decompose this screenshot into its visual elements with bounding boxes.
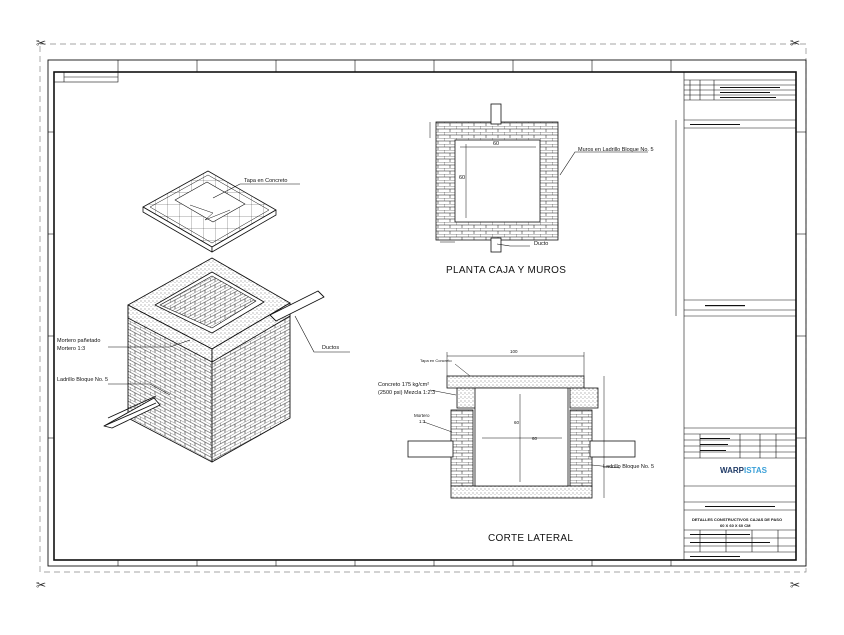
section-mortar-line2: 1:3	[419, 419, 426, 424]
title-block-fill	[690, 87, 780, 557]
scissors-icon: ✂	[36, 578, 47, 592]
section-concrete-line1: Concreto 175 kg/cm²	[378, 382, 430, 388]
section-brick-label: Ladrillo Bloque No. 5	[603, 464, 655, 470]
grid-marks	[48, 60, 806, 566]
lid-label: Tapa en Concreto	[244, 178, 288, 184]
scissors-icon: ✂	[790, 36, 801, 50]
mortar-label-line2: Mortero 1:3	[57, 346, 86, 352]
plan-duct-label: Ducto	[534, 241, 549, 247]
section-title: CORTE LATERAL	[488, 533, 574, 544]
scissors-icon: ✂	[36, 36, 47, 50]
mortar-label-line1: Mortero pañetado	[57, 338, 101, 344]
plan-dim-height: 60	[459, 175, 466, 181]
plan-dim-width: 60	[493, 141, 500, 147]
section-dim-height: 60	[514, 420, 520, 425]
ref-box	[53, 71, 119, 83]
sheet-title-line1: DETALLES CONSTRUCTIVOS CAJAS DE PASO	[692, 517, 783, 522]
scissors-icon: ✂	[790, 578, 801, 592]
company-logo: WARPISTAS	[720, 466, 767, 475]
section-dim-top: 100	[510, 349, 518, 354]
plan-view	[429, 103, 648, 253]
plan-wall-label: Muros en Ladrillo Bloque No. 5	[578, 147, 654, 153]
brick-label: Ladrillo Bloque No. 5	[57, 377, 109, 383]
section-dim-inner: 60	[532, 436, 538, 441]
duct-label: Ductos	[322, 345, 340, 351]
outer-frame	[47, 59, 807, 567]
section-lid-label: Tapa en Concreto	[420, 358, 452, 363]
plan-title: PLANTA CAJA Y MUROS	[446, 265, 567, 276]
iso-lid	[142, 170, 277, 253]
section-concrete-line2: (2500 psi) Mezcla 1:2:3	[378, 390, 436, 396]
title-block	[675, 72, 796, 560]
iso-box	[103, 257, 325, 463]
section-mortar-line1: Mortero	[414, 413, 430, 418]
section-view	[407, 352, 636, 499]
iso-leaders	[108, 183, 350, 396]
sheet-title-line2: 60 X 60 X 60 CM	[720, 523, 751, 528]
